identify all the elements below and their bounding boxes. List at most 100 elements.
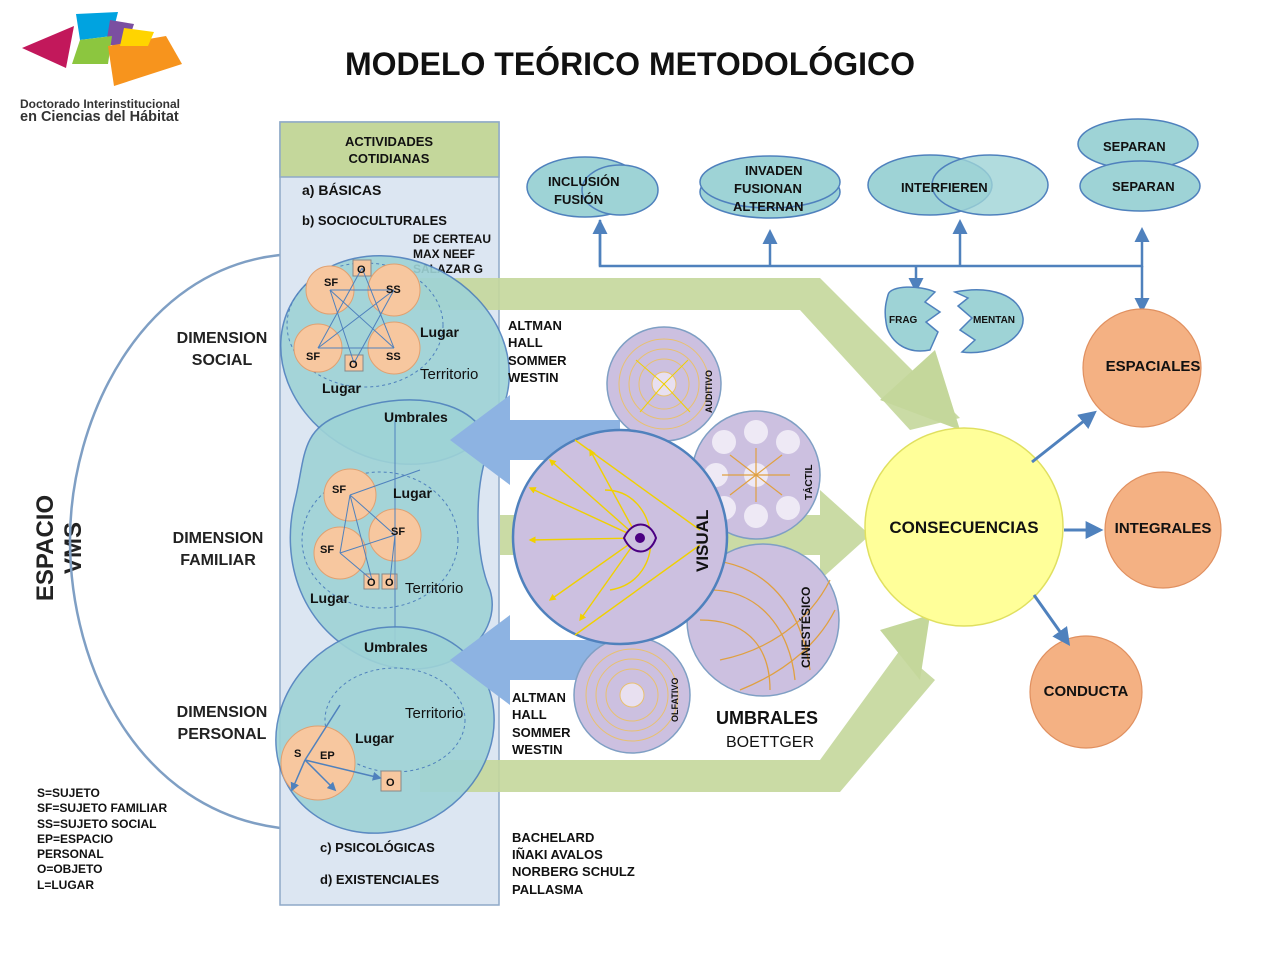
- label-territorio: Territorio: [405, 580, 463, 597]
- green-arrow-top: [420, 278, 960, 430]
- logo-mark-icon: [22, 12, 182, 86]
- legend: S=SUJETO SF=SUJETO FAMILIAR SS=SUJETO SO…: [37, 786, 167, 893]
- logo-text: Doctorado Interinstitucional en Ciencias…: [20, 97, 181, 125]
- conducta-label: CONDUCTA: [1044, 683, 1129, 700]
- dimension-familiar-line1: DIMENSION: [172, 530, 264, 547]
- activities-socioculturales: b) SOCIOCULTURALES: [302, 213, 447, 228]
- mentan-label: MENTAN: [973, 315, 1015, 326]
- author: SOMMER: [508, 353, 567, 368]
- tactil-rays: [722, 448, 790, 502]
- fusionan-label: FUSIONAN: [734, 181, 802, 196]
- legend-item: SF=SUJETO FAMILIAR: [37, 801, 168, 816]
- label-o: O: [367, 577, 376, 589]
- interfieren-label: INTERFIEREN: [901, 180, 988, 195]
- olfativo-rings: [585, 648, 679, 742]
- dimension-familiar: DIMENSION FAMILIAR: [158, 528, 278, 572]
- social-network-lines: [317, 267, 395, 364]
- author: WESTIN: [508, 370, 559, 385]
- label-lugar: Lugar: [393, 485, 432, 501]
- personal-arrows: [290, 704, 382, 792]
- dimension-social-line1: DIMENSION: [176, 330, 268, 347]
- author: SOMMER: [512, 725, 571, 740]
- green-arrow-bottom-head: [880, 615, 930, 680]
- logo-line1: Doctorado Interinstitucional: [20, 97, 181, 111]
- fusion-label: FUSIÓN: [554, 192, 603, 207]
- inclusion-label: INCLUSIÓN: [548, 174, 620, 189]
- object-box: [380, 770, 402, 792]
- object-box: [363, 573, 380, 590]
- label-sf: SF: [324, 277, 338, 289]
- relation-interfieren: INTERFIEREN: [867, 154, 1049, 216]
- umbrales-sense-label: UMBRALES: [716, 708, 818, 728]
- dimension-social: DIMENSION SOCIAL: [162, 328, 282, 372]
- legend-item: EP=ESPACIO: [37, 831, 114, 846]
- consequence-arrows: [1031, 410, 1104, 646]
- label-territorio: Territorio: [405, 705, 463, 722]
- author: HALL: [508, 335, 543, 350]
- activities-basicas: a) BÁSICAS: [302, 182, 381, 198]
- integrales-label: INTEGRALES: [1115, 520, 1212, 537]
- logo: [14, 6, 192, 132]
- label-s: S: [294, 748, 301, 760]
- olfativo-label: OLFATIVO: [670, 678, 680, 722]
- visual-label: VISUAL: [693, 510, 712, 572]
- espacio-bracket: [68, 253, 281, 830]
- dimension-social-line2: SOCIAL: [191, 352, 253, 369]
- dimension-personal: DIMENSION PERSONAL: [162, 702, 282, 746]
- author-max-neef: MAX NEEF: [413, 247, 475, 261]
- invaden-label: INVADEN: [745, 163, 803, 178]
- visual-rays: [528, 439, 701, 636]
- relation-fragmentan: FRAG MENTAN: [884, 286, 1024, 354]
- label-territorio: Territorio: [420, 366, 478, 383]
- label-ss: SS: [386, 351, 401, 363]
- tactil-label: TÁCTIL: [802, 464, 815, 500]
- label-umbrales: Umbrales: [364, 639, 428, 655]
- author: WESTIN: [512, 742, 563, 757]
- relation-separan: SEPARAN SEPARAN: [1077, 118, 1201, 212]
- eye-icon: [622, 523, 658, 553]
- legend-item: S=SUJETO: [37, 786, 100, 800]
- author: PALLASMA: [512, 882, 584, 897]
- legend-item: L=LUGAR: [37, 877, 94, 892]
- label-sf: SF: [320, 544, 334, 556]
- familiar-lugar-ellipse: [301, 471, 459, 609]
- activities-header: [279, 121, 500, 178]
- label-sf: SF: [391, 526, 405, 538]
- author-de-certeau: DE CERTEAU: [413, 232, 491, 246]
- relation-connectors: [592, 219, 1150, 313]
- green-arrow-top-head: [880, 350, 960, 430]
- logo-line2: en Ciencias del Hábitat: [20, 109, 179, 125]
- page-title: MODELO TEÓRICO METODOLÓGICO: [344, 46, 916, 82]
- activities-header-line2: COTIDIANAS: [349, 151, 430, 166]
- author: ALTMAN: [512, 690, 566, 705]
- dimension-personal-line2: PERSONAL: [177, 726, 267, 743]
- label-o: O: [385, 577, 394, 589]
- author: ALTMAN: [508, 318, 562, 333]
- label-o: O: [349, 359, 358, 371]
- integrales-circle: [1104, 471, 1222, 589]
- activities-existenciales: d) EXISTENCIALES: [320, 872, 440, 887]
- separan-top-label: SEPARAN: [1103, 139, 1166, 154]
- espaciales-label: ESPACIALES: [1106, 358, 1201, 375]
- blue-arrow-top: [450, 395, 620, 485]
- visual-circle: [511, 428, 729, 646]
- auditivo-rays: [635, 359, 691, 413]
- author: BACHELARD: [512, 830, 594, 845]
- label-ss: SS: [386, 284, 401, 296]
- label-ep: EP: [320, 750, 335, 762]
- label-umbrales: Umbrales: [384, 409, 448, 425]
- label-lugar: Lugar: [355, 730, 394, 746]
- author: HALL: [512, 707, 547, 722]
- auditivo-label: AUDITIVO: [704, 370, 714, 413]
- cinestesico-label: CINESTÉSICO: [798, 587, 813, 668]
- espaciales-circle: [1082, 308, 1202, 428]
- conducta-circle: [1029, 635, 1143, 749]
- label-lugar: Lugar: [322, 380, 361, 396]
- blue-arrow-bottom: [450, 615, 620, 705]
- dimension-personal-line1: DIMENSION: [176, 704, 268, 721]
- label-sf: SF: [306, 351, 320, 363]
- alternan-label: ALTERNAN: [733, 199, 804, 214]
- consecuencias-circle: [864, 427, 1064, 627]
- legend-item: O=OBJETO: [37, 862, 103, 877]
